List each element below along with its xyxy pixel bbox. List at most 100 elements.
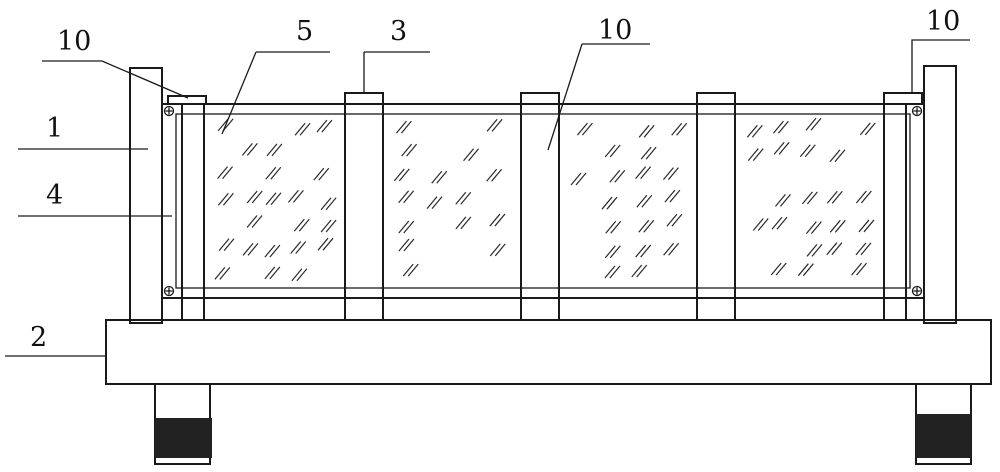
hatch-stroke xyxy=(810,117,822,131)
hatch-stroke xyxy=(778,141,790,155)
hatch-stroke xyxy=(265,166,277,180)
hatch-stroke xyxy=(402,263,414,277)
hatch-stroke xyxy=(859,122,871,136)
cap-2 xyxy=(344,92,384,105)
hatch-stroke xyxy=(217,166,229,180)
hatch-stroke xyxy=(636,264,648,278)
hatch-stroke xyxy=(318,167,330,181)
hatch-stroke xyxy=(486,118,498,132)
hatch-stroke xyxy=(751,124,763,138)
hatch-stroke xyxy=(667,167,679,180)
hatch-stroke xyxy=(317,237,329,251)
hatch-stroke xyxy=(770,262,782,276)
hatch-stroke xyxy=(223,238,235,251)
hatch-stroke xyxy=(265,192,277,206)
hatch-stroke xyxy=(851,262,863,276)
hatch-stroke xyxy=(609,144,621,158)
hatch-stroke xyxy=(601,196,613,210)
hatch-stroke xyxy=(604,265,616,279)
hatch-stroke xyxy=(293,218,305,232)
hatch-stroke xyxy=(468,148,480,162)
hatch-stroke xyxy=(398,238,410,252)
hatch-stroke xyxy=(752,148,764,162)
left-post xyxy=(129,67,163,324)
hatch-stroke xyxy=(640,146,652,160)
hatch-stroke xyxy=(460,191,472,205)
corner-bolts xyxy=(163,105,923,297)
label-3-divider: 3 xyxy=(390,16,407,47)
hatch-stroke xyxy=(799,144,811,158)
hatch-stroke xyxy=(604,245,616,259)
hatch-stroke xyxy=(777,120,789,134)
label-10-top-left: 10 xyxy=(57,26,91,57)
hatch-stroke xyxy=(426,196,438,210)
label-10-center: 10 xyxy=(598,15,632,46)
hatch-stroke xyxy=(398,190,410,204)
hatch-stroke xyxy=(863,219,875,233)
hatch-stroke xyxy=(246,215,258,228)
label-1-post: 1 xyxy=(46,113,63,144)
hatch-stroke xyxy=(403,238,415,252)
hatch-stroke xyxy=(802,263,814,277)
hatch-stroke xyxy=(775,194,786,207)
hatch-stroke xyxy=(455,191,467,205)
hatch-stroke xyxy=(757,218,769,231)
hatch-stroke xyxy=(576,122,588,136)
hatch-stroke xyxy=(663,242,675,256)
leader-lines xyxy=(5,39,970,357)
hatch-stroke xyxy=(395,120,407,134)
hatch-stroke xyxy=(856,262,868,276)
hatch-stroke xyxy=(776,216,788,230)
hatch-stroke xyxy=(270,166,282,180)
hatch-stroke xyxy=(747,148,759,162)
hatch-stroke xyxy=(292,189,304,203)
hatch-stroke xyxy=(831,242,843,256)
hatch-stroke xyxy=(264,266,276,280)
hatch-stroke xyxy=(320,197,332,211)
hatch-stroke xyxy=(640,166,652,179)
cap-5 xyxy=(883,92,923,105)
hatch-stroke xyxy=(436,170,448,184)
hatch-stroke xyxy=(291,268,303,282)
hatch-stroke xyxy=(771,216,783,230)
hatch-stroke xyxy=(264,244,276,258)
hatch-stroke xyxy=(398,220,410,234)
hatch-stroke xyxy=(752,218,764,231)
hatch-stroke xyxy=(222,192,234,206)
hatch-stroke xyxy=(834,219,846,233)
hatch-stroke xyxy=(575,172,587,186)
hatch-stroke xyxy=(287,189,299,203)
right-post xyxy=(923,65,957,324)
hatch-stroke xyxy=(669,189,681,203)
hatch-stroke xyxy=(829,219,841,233)
hatch-stroke xyxy=(494,213,506,227)
hatch-stroke xyxy=(605,220,617,234)
hatch-stroke xyxy=(826,190,838,204)
hatch-stroke xyxy=(247,242,259,256)
glass-hatching xyxy=(214,117,876,282)
hatch-stroke xyxy=(645,146,657,160)
hatch-stroke xyxy=(797,263,809,277)
hatch-stroke xyxy=(218,238,230,251)
hatch-stroke xyxy=(460,216,472,230)
hatch-stroke xyxy=(609,169,621,183)
hatch-stroke xyxy=(320,219,332,233)
hatch-stroke xyxy=(772,120,784,134)
hatch-stroke xyxy=(214,266,226,280)
hatch-stroke xyxy=(666,213,678,227)
hatch-stroke xyxy=(403,190,415,204)
hatch-stroke xyxy=(829,149,841,163)
hatch-stroke xyxy=(676,122,688,136)
hatch-stroke xyxy=(269,244,281,258)
hatch-stroke xyxy=(805,117,817,131)
hatch-stroke xyxy=(316,119,328,133)
hatch-stroke xyxy=(290,241,302,254)
hatch-stroke xyxy=(638,219,650,233)
left-post-foot-block xyxy=(155,418,212,458)
hatch-stroke xyxy=(489,243,501,257)
hatch-stroke xyxy=(269,266,281,280)
hatch-stroke xyxy=(641,194,653,208)
hatch-stroke xyxy=(664,189,676,203)
hatch-stroke xyxy=(491,118,503,132)
hatch-stroke xyxy=(251,190,263,204)
